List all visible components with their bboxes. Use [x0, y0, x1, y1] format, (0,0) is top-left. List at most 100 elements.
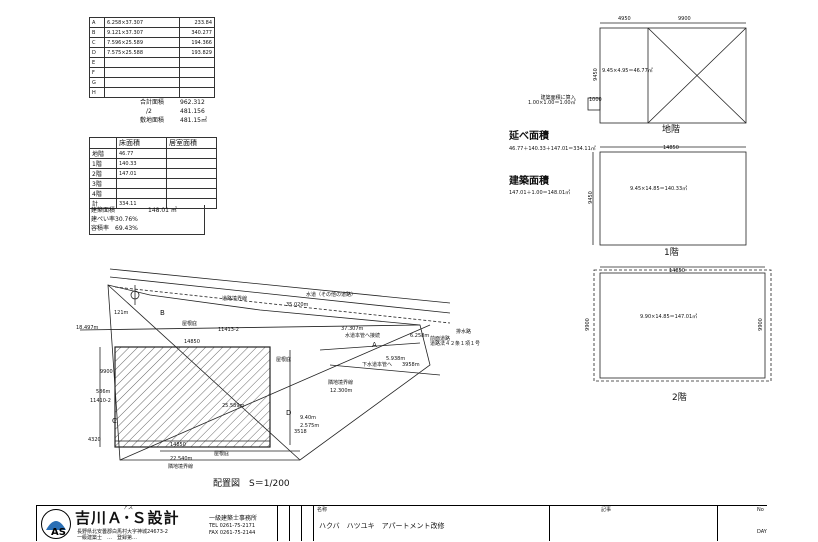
total-area-value: 962.312 [180, 99, 205, 106]
water-line [319, 342, 421, 351]
floor2-formula: 9.90×14.85＝147.01㎡ [640, 314, 698, 320]
area-row-formula: 7.596×25.589 [104, 37, 180, 48]
sewer-main-label: 下水道本管へ [362, 362, 393, 368]
dim-label: 586m [96, 389, 111, 395]
total-floor-area-formula: 46.77＋140.33＋147.01＝334.11㎡ [509, 146, 596, 152]
parcel-label: 11413-2 [218, 327, 239, 333]
dim-label: 14850 [170, 442, 186, 448]
basement-dim-top-2: 9900 [678, 16, 691, 22]
area-row-formula [104, 77, 180, 88]
road-label: 水道（その他の道路） [306, 292, 357, 298]
eave-note: 屋根庇 [214, 451, 230, 457]
floor-row-room [166, 168, 217, 179]
dim-label: 3958m [402, 362, 420, 368]
company-logo-icon: AS [41, 509, 71, 539]
basement-note: 建築面積に算入 1.00×1.00＝1.00㎡ [528, 95, 576, 106]
site-area-value: 481.15㎡ [180, 117, 207, 124]
area-row: H [89, 87, 215, 98]
company-name: 吉川Ａ･Ｓ設計 [75, 509, 180, 527]
sewer-line [329, 364, 441, 376]
area-row-value: 340.277 [179, 27, 215, 38]
dim-label: 5.938m [386, 356, 406, 362]
dim-label: 6.258m [410, 333, 430, 339]
lot-label-b: B [160, 309, 165, 317]
neighbor-boundary-label: 隣地境界線 [168, 464, 194, 470]
area-row-value [179, 67, 215, 78]
dim-label: 18.497m [76, 325, 99, 331]
blank-cell [301, 506, 314, 541]
blank-cell [289, 506, 302, 541]
area-row-value: 194.366 [179, 37, 215, 48]
floor2-label: 2階 [672, 393, 687, 403]
dim-label: 25.589m [222, 403, 245, 409]
project-cell: 名称 ハクバ ハツユキ アパートメント改修 [313, 506, 550, 541]
company-fax: FAX 0261-75-2144 [209, 530, 256, 536]
floor-area-header: 床面積 [116, 137, 167, 149]
area-row-formula [104, 67, 180, 78]
floor1-outline [599, 151, 747, 246]
area-row: E [89, 57, 215, 68]
dim-label: 35.020m [286, 302, 309, 308]
road-boundary-label: 道路境界線 [222, 296, 248, 302]
area-row-id: H [89, 87, 105, 98]
floor-plans-drawing [587, 22, 772, 382]
area-row-value [179, 87, 215, 98]
lot-label-d: D [286, 409, 292, 417]
floor-row-area [116, 178, 167, 189]
floor-row-label: 3階 [89, 178, 117, 189]
half-label: /2 [146, 108, 152, 115]
site-boundary [107, 284, 431, 461]
floor-row-room [166, 158, 217, 169]
diag-3 [79, 324, 421, 331]
dim-label: 3518 [294, 429, 307, 435]
area-row-formula: 7.575×25.588 [104, 47, 180, 58]
far-value: 69.43% [115, 225, 138, 232]
floor1-label: 1階 [664, 248, 679, 258]
area-row-value: 233.84 [179, 17, 215, 28]
blank-cell [277, 506, 290, 541]
lot-label-a: A [372, 341, 377, 349]
area-row-value [179, 57, 215, 68]
ratio-box [89, 205, 205, 235]
area-row-id: D [89, 47, 105, 58]
road-line-2 [109, 276, 451, 314]
total-area-label: 合計面積 [140, 99, 165, 106]
front-road-label: 前面道路 道路法４２条１項１号 [430, 336, 481, 347]
floor1-dim-top: 14850 [663, 145, 679, 151]
floor-row-room [166, 148, 217, 159]
floor-row-area: 140.33 [116, 158, 167, 169]
floor2-dim-side: 9900 [584, 318, 591, 331]
basement-x-2 [647, 27, 747, 124]
basement-dim-top-1: 4950 [618, 16, 631, 22]
floor-row: 3階 [89, 178, 217, 189]
project-name: ハクバ ハツユキ アパートメント改修 [319, 522, 445, 530]
coverage-value: 30.76% [115, 216, 138, 223]
area-row-formula [104, 87, 180, 98]
area-row-id: G [89, 77, 105, 88]
area-row-value: 193.829 [179, 47, 215, 58]
eave-note: 屋根庇 [182, 321, 198, 327]
coverage-label: 建ぺい率 [91, 216, 116, 223]
company-cell: AS 吉川Ａ･Ｓ設計 アス 一級建築士事務所 長野県北安曇郡白馬村大字神城246… [37, 506, 278, 541]
basement-outline [599, 27, 747, 124]
dim-label: 121m [114, 310, 129, 316]
building-area-title: 建築面積 [509, 176, 549, 187]
drain-label: 排水路 [456, 329, 472, 335]
floor-row-area: 147.01 [116, 168, 167, 179]
area-row: G [89, 77, 215, 88]
lot-label-c: C [112, 417, 117, 425]
dim-label: 9.40m [300, 415, 317, 421]
floor2-dim-top: 14850 [669, 268, 685, 274]
building-overhang [114, 346, 271, 448]
basement-formula: 9.45×4.95＝46.77㎡ [602, 68, 653, 74]
company-registration: 一級建築士 … 登録第… [77, 535, 138, 541]
building-footprint [114, 346, 271, 448]
area-row-id: F [89, 67, 105, 78]
